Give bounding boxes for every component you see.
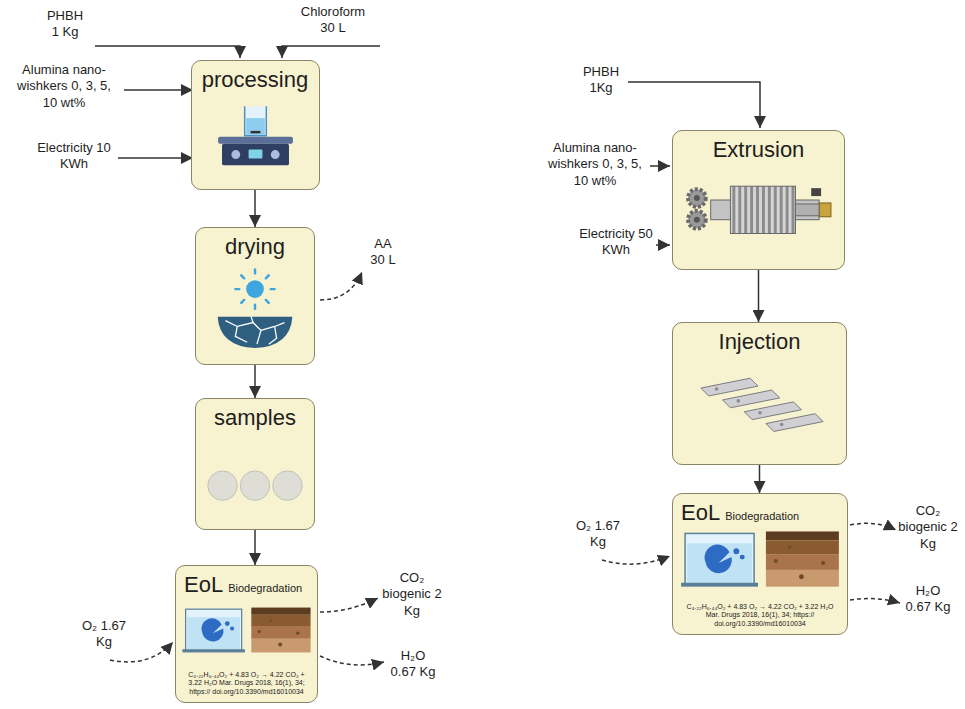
process-box: Injection [672, 322, 847, 465]
flow-label: O₂ 1.67 Kg [78, 618, 130, 651]
box-subtitle: Biodegradation [228, 582, 302, 595]
box-title: Injection [719, 329, 801, 354]
label-holder: PHBH 1 Kg [44, 8, 86, 41]
process-box: EoL BiodegradationC₄.₂₂H₆.₄₄O₂ + 4.83 O₂ … [672, 493, 848, 635]
input-arrow [124, 89, 193, 91]
flow-label: O₂ 1.67 Kg [572, 518, 624, 551]
input-arrow [95, 46, 240, 58]
flow-label: Electricity 10 KWh [36, 140, 112, 173]
box-subtitle: Biodegradation [725, 510, 799, 523]
flow-label: PHBH 1 Kg [44, 8, 86, 41]
flow-label: H₂O 0.67 Kg [903, 583, 953, 616]
output-arrow [320, 656, 384, 665]
flow-connector [254, 530, 256, 565]
flow-connector [758, 270, 760, 322]
process-box: drying [195, 227, 315, 365]
label-holder: AA 30 L [366, 236, 400, 269]
label-holder: Alumina nano-wishkers 0, 3, 5, 10 wt% [545, 140, 645, 189]
box-title: EoL [681, 500, 720, 525]
box-title: Extrusion [713, 137, 805, 162]
label-holder: O₂ 1.67 Kg [78, 618, 130, 651]
flow-label: Alumina nano-wishkers 0, 3, 5, 10 wt% [545, 140, 645, 189]
flow-label: PHBH 1Kg [580, 64, 622, 97]
input-arrow [602, 556, 670, 564]
process-box: EoL BiodegradationC₄.₂₂H₆.₄₄O₂ + 4.83 O₂ … [175, 565, 318, 703]
label-holder: CO₂ biogenic 2 Kg [382, 570, 442, 619]
label-holder: PHBH 1Kg [580, 64, 622, 97]
label-holder: CO₂ biogenic 2 Kg [898, 503, 958, 552]
flow-connector [254, 365, 256, 398]
box-title: EoL [184, 572, 223, 597]
label-holder: H₂O 0.67 Kg [903, 583, 953, 616]
output-arrow [320, 272, 362, 300]
process-box: Extrusion [672, 130, 845, 270]
flow-connector [254, 190, 256, 227]
label-holder: Electricity 50 KWh [578, 226, 654, 259]
box-title: samples [214, 405, 296, 430]
label-holder: H₂O 0.67 Kg [388, 648, 438, 681]
label-holder: O₂ 1.67 Kg [572, 518, 624, 551]
input-arrow [656, 244, 670, 246]
citation-note: C₄.₂₂H₆.₄₄O₂ + 4.83 O₂ → 4.22 CO₂ + 3.22… [184, 671, 309, 696]
flow-label: CO₂ biogenic 2 Kg [382, 570, 442, 619]
label-holder: Chloroform 30 L [297, 4, 369, 37]
citation-note: C₄.₂₂H₆.₄₄O₂ + 4.83 O₂ → 4.22 CO₂ + 3.22… [681, 603, 839, 628]
flow-label: Electricity 50 KWh [578, 226, 654, 259]
label-holder: Electricity 10 KWh [36, 140, 112, 173]
output-arrow [320, 598, 378, 612]
process-box: processing [191, 60, 320, 190]
box-title: processing [202, 67, 308, 92]
output-arrow [850, 599, 900, 603]
input-arrow [110, 642, 173, 662]
input-arrow [628, 82, 760, 128]
flow-label: CO₂ biogenic 2 Kg [898, 503, 958, 552]
input-arrow [118, 157, 193, 159]
flow-label: Alumina nano-wishkers 0, 3, 5, 10 wt% [14, 62, 114, 111]
input-arrow [650, 165, 670, 167]
input-arrow [282, 46, 380, 58]
flow-label: AA 30 L [366, 236, 400, 269]
box-title: drying [225, 234, 285, 259]
flow-connector [759, 465, 761, 493]
process-box: samples [195, 398, 315, 530]
label-holder: Alumina nano-wishkers 0, 3, 5, 10 wt% [14, 62, 114, 111]
flow-label: Chloroform 30 L [297, 4, 369, 37]
flow-label: H₂O 0.67 Kg [388, 648, 438, 681]
output-arrow [850, 523, 896, 530]
